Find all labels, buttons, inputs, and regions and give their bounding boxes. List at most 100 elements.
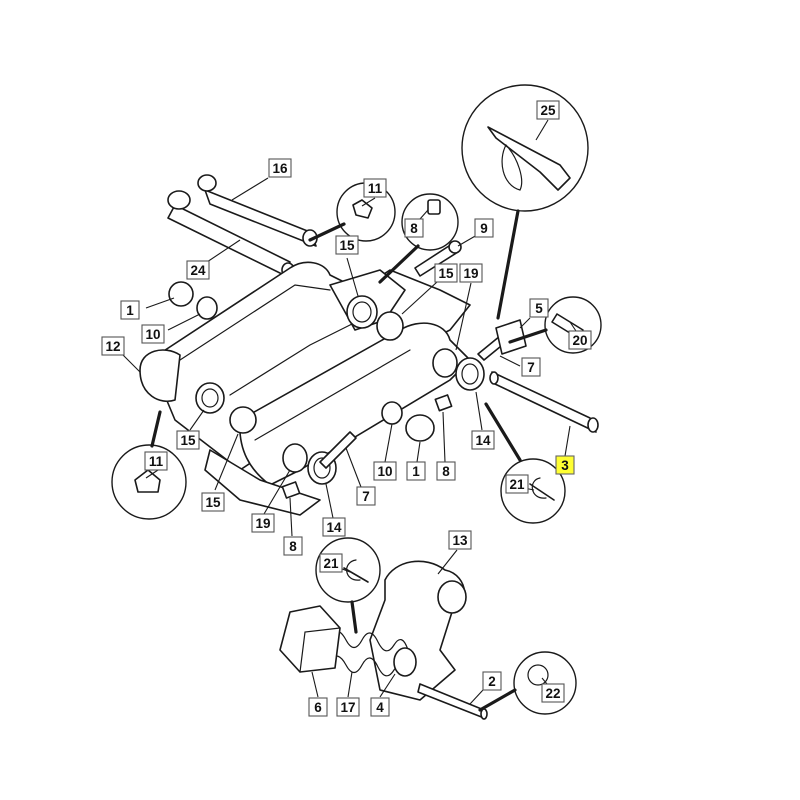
callout-number: 9 (480, 221, 488, 236)
callout-number: 8 (442, 464, 450, 479)
callout-number: 20 (572, 333, 587, 348)
callout-number: 11 (149, 454, 164, 469)
callout-1: 1 (406, 461, 426, 481)
callout-box (536, 100, 560, 120)
callout-5: 5 (529, 298, 549, 318)
callout-number: 1 (412, 464, 420, 479)
callout-9: 9 (474, 218, 494, 238)
callout-number: 8 (410, 221, 418, 236)
callout-box (101, 336, 125, 356)
callout-number: 24 (190, 263, 206, 278)
callout-21: 21 (319, 553, 343, 573)
callout-box (308, 697, 328, 717)
callout-box (529, 298, 549, 318)
pin-16 (197, 174, 318, 247)
callout-11: 11 (363, 178, 387, 198)
callout-number: 21 (323, 556, 339, 571)
bracket-13 (369, 560, 467, 701)
callout-15: 15 (335, 235, 359, 255)
callout-8: 8 (283, 536, 303, 556)
callout-box (356, 486, 376, 506)
callout-number: 15 (205, 495, 221, 510)
callout-number: 8 (289, 539, 297, 554)
callout-19: 19 (459, 263, 483, 283)
callout-number: 5 (535, 301, 543, 316)
callout-box (521, 357, 541, 377)
callout-box (283, 536, 303, 556)
pin-1-left (168, 281, 218, 320)
callout-25: 25 (536, 100, 560, 120)
pad-6 (279, 605, 341, 673)
callout-number: 10 (145, 327, 160, 342)
plate-5 (495, 319, 527, 355)
callout-8: 8 (436, 461, 456, 481)
callout-box (120, 300, 140, 320)
bolt-7-a (319, 431, 357, 469)
callout-number: 15 (339, 238, 355, 253)
boss-12 (139, 349, 181, 402)
leader-lines (121, 119, 579, 705)
callout-number: 25 (540, 103, 556, 118)
parts-drawing (111, 84, 602, 720)
callout-box (335, 235, 359, 255)
callout-box (319, 553, 343, 573)
inset-25 (461, 84, 589, 212)
callout-box (404, 218, 424, 238)
callout-number: 10 (377, 464, 392, 479)
callout-box (448, 530, 472, 550)
callout-box (176, 430, 200, 450)
callout-13: 13 (448, 530, 472, 550)
callout-box (434, 263, 458, 283)
callout-number: 4 (376, 700, 384, 715)
callout-number: 1 (126, 303, 134, 318)
callout-number: 19 (463, 266, 478, 281)
spring-17 (329, 630, 417, 677)
callout-number: 12 (105, 339, 120, 354)
callout-2: 2 (482, 671, 502, 691)
callout-8: 8 (404, 218, 424, 238)
callout-20: 20 (568, 330, 592, 350)
callout-box (336, 697, 360, 717)
callout-15: 15 (434, 263, 458, 283)
pin-2 (417, 683, 488, 720)
callout-number: 7 (362, 489, 370, 504)
callout-19: 19 (251, 513, 275, 533)
bushings-15 (195, 295, 404, 434)
callout-12: 12 (101, 336, 125, 356)
callout-10: 10 (141, 324, 165, 344)
callout-7: 7 (356, 486, 376, 506)
callout-number: 3 (561, 458, 569, 473)
callout-box (541, 683, 565, 703)
callout-number: 2 (488, 674, 496, 689)
callout-6: 6 (308, 697, 328, 717)
callout-22: 22 (541, 683, 565, 703)
detail-pointers (150, 209, 548, 712)
callout-21: 21 (505, 474, 529, 494)
callout-box (201, 492, 225, 512)
callout-number: 19 (255, 516, 270, 531)
callout-box (505, 474, 529, 494)
callout-number: 16 (272, 161, 288, 176)
callout-number: 21 (509, 477, 525, 492)
callout-14: 14 (322, 517, 346, 537)
pin-3 (489, 371, 599, 433)
callout-24: 24 (186, 260, 210, 280)
bolt-9 (414, 240, 462, 277)
callout-box (370, 697, 390, 717)
callout-number: 13 (452, 533, 468, 548)
callout-box (322, 517, 346, 537)
callout-number: 6 (314, 700, 322, 715)
callout-box (459, 263, 483, 283)
callout-box (482, 671, 502, 691)
callout-17: 17 (336, 697, 360, 717)
callout-box (186, 260, 210, 280)
callout-15: 15 (201, 492, 225, 512)
callout-7: 7 (521, 357, 541, 377)
callout-box (406, 461, 426, 481)
callout-box (144, 451, 168, 471)
callout-box (436, 461, 456, 481)
callout-box (373, 461, 397, 481)
callout-box (568, 330, 592, 350)
